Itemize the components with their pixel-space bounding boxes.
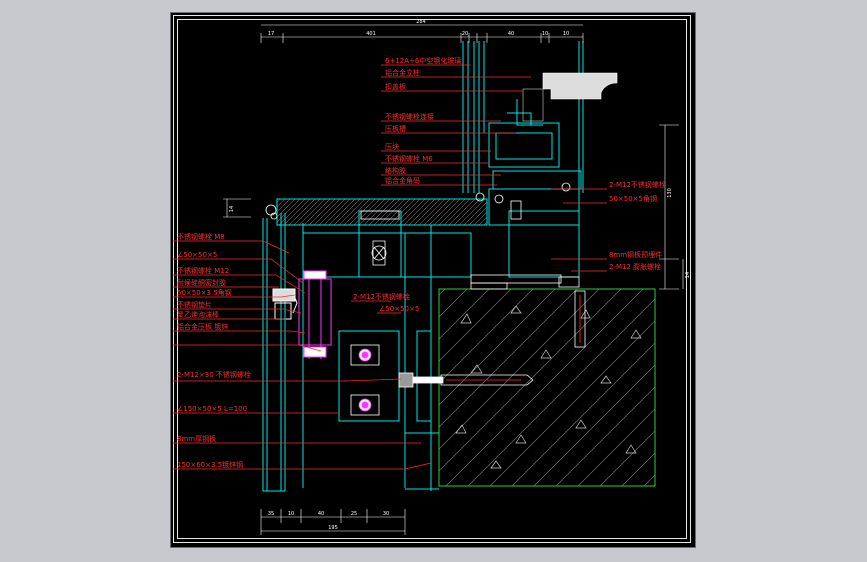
label-top-6: 不锈钢螺栓 M6 [385, 154, 433, 163]
dim-left-0: 14 [229, 206, 235, 212]
drawing-border-inner [177, 19, 687, 539]
dim-bottom-2: 40 [318, 511, 324, 517]
dim-bottom-5: 195 [328, 525, 338, 531]
dim-top-2: 20 [462, 31, 468, 37]
label-top-7: 结构胶 [385, 166, 406, 175]
label-top-3: 不锈钢螺栓连接 [385, 112, 434, 121]
label-left-7: 铝合金压板 镀锌 [177, 322, 228, 331]
vertical-anchor [574, 290, 586, 348]
label-left-11: 150×60×3.5镀锌钢 [177, 460, 243, 469]
label-left-0: 不锈钢螺栓 M8 [177, 232, 225, 241]
dim-top-1: 401 [366, 31, 376, 37]
label-left-8: 2-M12×30 不锈钢螺栓 [177, 370, 251, 379]
label-left-1: ∠50×50×5 [177, 251, 217, 259]
label-top-2: 扣盖板 [385, 82, 406, 91]
section-drawing: 不锈钢螺栓 M8 ∠50×50×5 不锈钢螺栓 M12 耐候硅酮密封胶50×50×3.… [173, 19, 691, 535]
label-left-9: ∠150×50×5 L=100 [177, 405, 247, 413]
label-top-4: 压板槽 [385, 124, 406, 133]
label-top-8: 铝合金角码 [385, 176, 420, 185]
dimensions-top: 17 401 20 40 10 10 284 [268, 19, 569, 37]
label-right-2: 8mm钢板预埋件 [609, 250, 662, 259]
labels-right: 2-M12不锈钢螺栓 50×50×5角钢 8mm钢板预埋件 2-M12 膨胀螺栓 [609, 180, 666, 271]
top-cap [522, 72, 618, 122]
bolt-assembly-left [272, 270, 332, 359]
drawing-border-outer [173, 15, 691, 543]
dim-top-6: 284 [416, 19, 426, 25]
dim-top-4: 10 [542, 31, 548, 37]
dim-bottom-3: 25 [351, 511, 357, 517]
label-left-4: 50×50×3.5角钢 [177, 288, 232, 297]
dim-bottom-1: 10 [288, 511, 294, 517]
label-right-0: 2-M12不锈钢螺栓 [609, 180, 666, 189]
anchor-bolt [398, 372, 534, 388]
labels-left: 不锈钢螺栓 M8 ∠50×50×5 不锈钢螺栓 M12 耐候硅酮密封胶50×50×3.… [177, 232, 251, 469]
label-top-0: 6+12A+6中空钢化玻璃 [385, 56, 461, 65]
label-top-5: 压块 [385, 142, 399, 151]
label-center-0: 2-M12不锈钢螺栓 [353, 292, 410, 301]
label-left-3: 耐候硅酮密封胶 [177, 278, 226, 287]
label-center-1: ∠50×50×5 [379, 305, 419, 313]
label-left-2: 不锈钢螺栓 M12 [177, 266, 229, 275]
label-left-5: 不锈钢垫片 [177, 300, 212, 309]
dim-bottom-4: 30 [383, 511, 389, 517]
label-left-6: 聚乙烯泡沫棒 [177, 310, 219, 319]
dim-top-3: 40 [508, 31, 514, 37]
label-left-10: 8mm厚钢板 [177, 434, 216, 443]
label-top-1: 铝合金立柱 [385, 68, 420, 77]
dim-top-5: 10 [563, 31, 569, 37]
dim-top-0: 17 [268, 31, 274, 37]
dimensions-right: 130 14 [667, 188, 691, 278]
dim-bottom-0: 35 [268, 511, 274, 517]
dim-right-0: 130 [667, 188, 673, 198]
dim-right-1: 14 [685, 272, 691, 278]
concrete-slab [438, 288, 656, 487]
label-right-1: 50×50×5角钢 [609, 194, 657, 203]
dimensions-bottom: 35 10 40 25 30 195 [268, 511, 389, 531]
dimensions-left: 14 [229, 206, 235, 212]
label-right-3: 2-M12 膨胀螺栓 [609, 262, 661, 271]
labels-center: 2-M12不锈钢螺栓 ∠50×50×5 [353, 292, 419, 313]
